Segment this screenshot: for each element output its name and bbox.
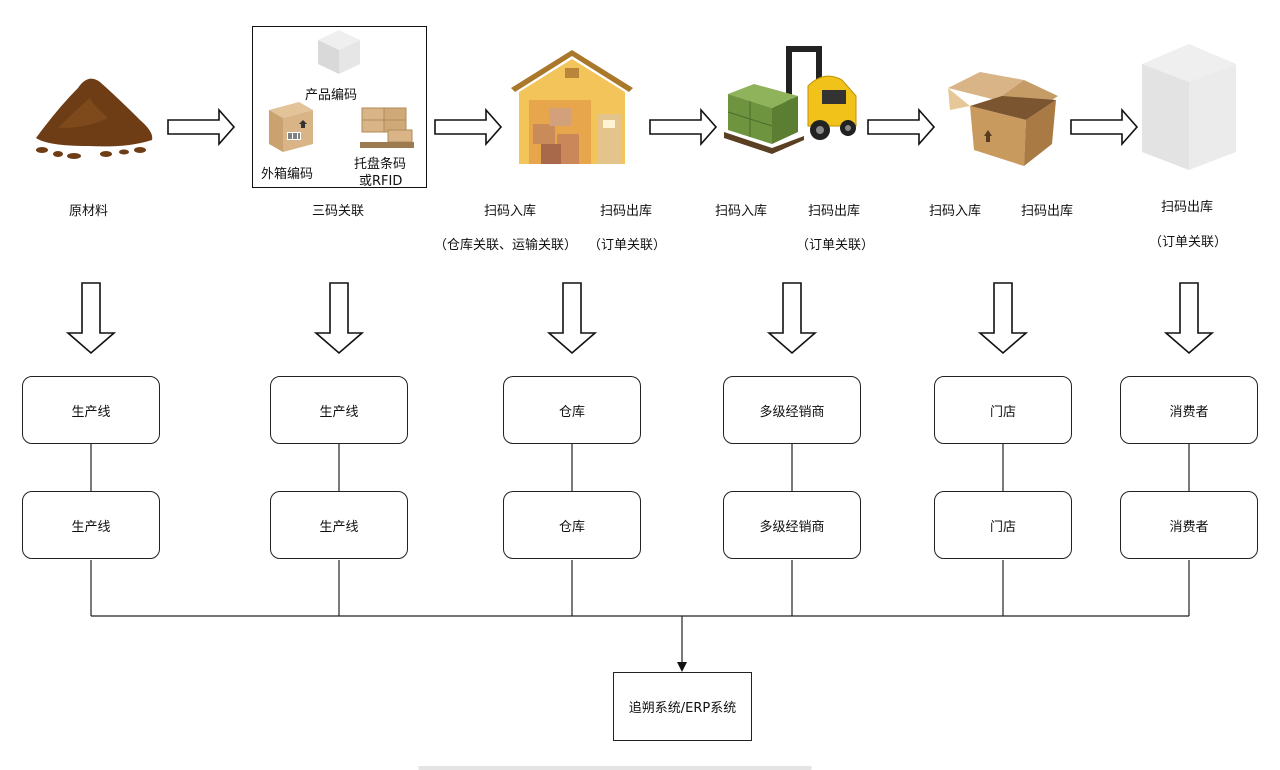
node-store-b: 门店	[934, 491, 1072, 559]
dirt-pile-icon	[36, 78, 153, 159]
distributor-in-label: 扫码入库	[715, 204, 768, 219]
node-production-line-2-b: 生产线	[270, 491, 408, 559]
consumer-out-note: （订单关联）	[1149, 235, 1228, 250]
warehouse-icon	[511, 50, 633, 164]
node-production-line-1-b: 生产线	[22, 491, 160, 559]
node-distributor-b: 多级经销商	[723, 491, 861, 559]
consumer-out-label: 扫码出库	[1161, 200, 1214, 215]
node-warehouse-b: 仓库	[503, 491, 641, 559]
white-cube-icon	[1142, 44, 1236, 170]
distributor-out-note: （订单关联）	[796, 238, 875, 253]
raw-material-label: 原材料	[69, 204, 109, 219]
cardboard-box-icon	[269, 102, 313, 152]
warehouse-in-label: 扫码入库	[484, 204, 537, 219]
node-warehouse: 仓库	[503, 376, 641, 444]
distributor-out-label: 扫码出库	[808, 204, 861, 219]
store-in-label: 扫码入库	[929, 204, 982, 219]
node-production-line-2: 生产线	[270, 376, 408, 444]
outer-box-code-label: 外箱编码	[261, 167, 314, 182]
cube-icon	[318, 30, 360, 74]
warehouse-out-label: 扫码出库	[600, 204, 653, 219]
pallet-code-label-1: 托盘条码	[354, 157, 407, 172]
node-store: 门店	[934, 376, 1072, 444]
warehouse-in-note: （仓库关联、运输关联）	[434, 238, 578, 253]
pallet-boxes-icon	[360, 107, 414, 148]
forklift-icon	[724, 46, 857, 154]
three-code-label: 三码关联	[312, 204, 365, 219]
product-code-label: 产品编码	[305, 88, 358, 103]
store-out-label: 扫码出库	[1021, 204, 1074, 219]
node-production-line-1: 生产线	[22, 376, 160, 444]
pallet-code-label-2: 或RFID	[359, 174, 403, 189]
node-distributor: 多级经销商	[723, 376, 861, 444]
node-consumer-b: 消费者	[1120, 491, 1258, 559]
open-box-icon	[948, 72, 1058, 166]
scroll-indicator	[418, 766, 812, 770]
node-consumer: 消费者	[1120, 376, 1258, 444]
trace-erp-system-box: 追朔系统/ERP系统	[613, 672, 752, 741]
warehouse-out-note: （订单关联）	[588, 238, 667, 253]
